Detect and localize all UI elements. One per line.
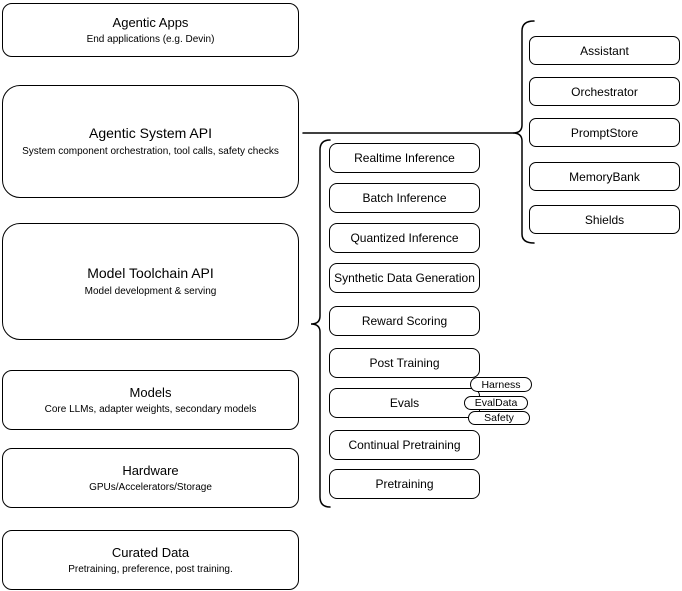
component-promptstore: PromptStore [529, 118, 680, 147]
node-agentic-system-api: Agentic System API System component orch… [2, 85, 299, 198]
toolchain-item-label: Post Training [369, 356, 440, 370]
evals-tag-label: EvalData [474, 397, 518, 409]
node-title: Agentic System API [89, 125, 212, 141]
toolchain-item-label: Batch Inference [362, 191, 447, 205]
toolchain-item-label: Reward Scoring [361, 314, 448, 328]
toolchain-item-label: Quantized Inference [350, 231, 459, 245]
node-subtitle: GPUs/Accelerators/Storage [89, 481, 212, 493]
toolchain-item-label: Realtime Inference [354, 151, 455, 165]
evals-tag-label: Safety [484, 412, 514, 424]
node-subtitle: End applications (e.g. Devin) [86, 33, 215, 45]
node-subtitle: Model development & serving [84, 286, 217, 297]
toolchain-item-quantized-inference: Quantized Inference [329, 223, 480, 253]
toolchain-item-continual-pretraining: Continual Pretraining [329, 430, 480, 460]
component-label: PromptStore [570, 125, 639, 140]
evals-tag-label: Harness [481, 378, 521, 391]
component-label: MemoryBank [569, 169, 640, 184]
component-shields: Shields [529, 205, 680, 234]
toolchain-item-reward-scoring: Reward Scoring [329, 306, 480, 336]
component-memorybank: MemoryBank [529, 162, 680, 191]
component-orchestrator: Orchestrator [529, 77, 680, 106]
node-title: Curated Data [111, 544, 190, 560]
toolchain-item-post-training: Post Training [329, 348, 480, 378]
node-curated-data: Curated Data Pretraining, preference, po… [2, 530, 299, 590]
toolchain-item-realtime-inference: Realtime Inference [329, 143, 480, 173]
node-title: Agentic Apps [112, 14, 189, 30]
node-subtitle: Pretraining, preference, post training. [68, 563, 233, 575]
toolchain-item-label: Synthetic Data Generation [334, 271, 475, 285]
node-title: Hardware [122, 462, 179, 478]
toolchain-item-synthetic-data-generation: Synthetic Data Generation [329, 263, 480, 293]
evals-tag-harness: Harness [470, 377, 532, 392]
node-model-toolchain-api: Model Toolchain API Model development & … [2, 223, 299, 340]
toolchain-item-label: Continual Pretraining [348, 438, 461, 452]
toolchain-item-evals: Evals [329, 388, 480, 418]
node-title: Models [129, 384, 172, 400]
node-title: Model Toolchain API [87, 265, 214, 281]
component-label: Assistant [580, 43, 629, 58]
node-agentic-apps: Agentic Apps End applications (e.g. Devi… [2, 3, 299, 57]
toolchain-item-label: Evals [389, 396, 420, 410]
component-assistant: Assistant [529, 36, 680, 65]
node-subtitle: Core LLMs, adapter weights, secondary mo… [44, 403, 257, 415]
toolchain-item-label: Pretraining [375, 477, 434, 491]
evals-tag-safety: Safety [468, 411, 530, 425]
toolchain-item-batch-inference: Batch Inference [329, 183, 480, 213]
toolchain-item-pretraining: Pretraining [329, 469, 480, 499]
component-label: Orchestrator [571, 84, 638, 99]
node-subtitle: System component orchestration, tool cal… [22, 146, 279, 157]
toolchain-group-brace [310, 139, 331, 508]
component-label: Shields [584, 212, 625, 227]
node-models: Models Core LLMs, adapter weights, secon… [2, 370, 299, 430]
node-hardware: Hardware GPUs/Accelerators/Storage [2, 448, 299, 508]
evals-tag-evaldata: EvalData [464, 396, 528, 410]
